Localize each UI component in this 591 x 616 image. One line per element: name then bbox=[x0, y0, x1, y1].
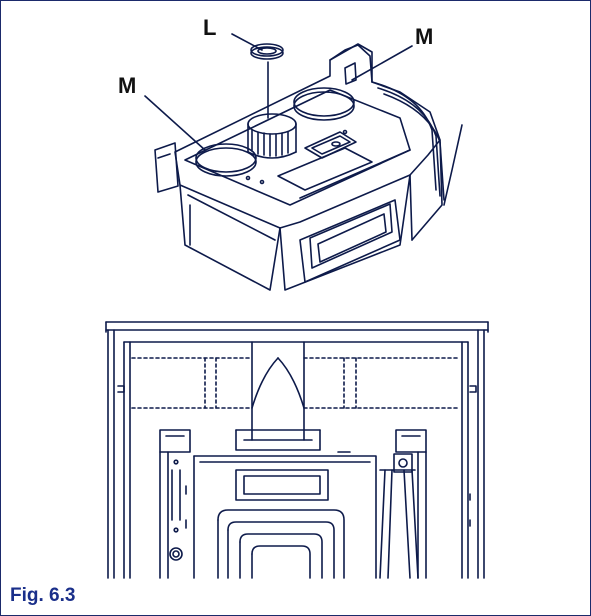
callout-label-m-right: M bbox=[415, 24, 434, 49]
callout-label-m-left: M bbox=[118, 73, 137, 98]
callout-label-l: L bbox=[203, 15, 217, 40]
isometric-unit-view bbox=[144, 33, 463, 291]
figure-caption: Fig. 6.3 bbox=[10, 585, 76, 606]
front-cutaway-view bbox=[105, 321, 489, 579]
